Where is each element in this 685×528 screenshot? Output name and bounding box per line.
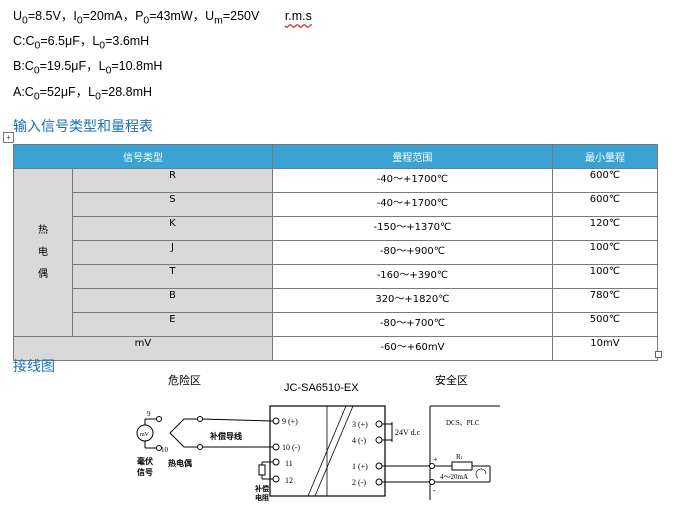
range-cell: 320～+1820℃	[271, 288, 553, 313]
compensation-resistor: 补偿 电阻	[254, 461, 273, 502]
table-resize-handle[interactable]	[655, 351, 662, 358]
terminal-11: 11	[285, 459, 293, 468]
signal-range-table: 信号类型 量程范围 最小量程 热电偶 R -40～+1700℃ 600℃ S -…	[13, 144, 659, 361]
terminal-10: 10 (-)	[282, 443, 300, 452]
header-signal-type: 信号类型	[13, 144, 273, 169]
barrier-module	[269, 405, 386, 497]
terminal-12: 12	[285, 476, 293, 485]
power-supply: 24V d.c	[382, 422, 421, 442]
terminal-1: 1 (+)	[352, 462, 368, 471]
svg-text:Rₗ: Rₗ	[456, 453, 462, 461]
thermocouple-element: 热电偶	[168, 416, 203, 468]
min-cell: 10mV	[551, 336, 659, 361]
table-header-row: 信号类型 量程范围 最小量程	[13, 144, 659, 169]
left-terminals: 9 (+) 10 (-) 11 12	[272, 417, 300, 485]
thermocouple-group-label: 热电偶	[13, 168, 73, 337]
svg-text:-: -	[433, 486, 436, 495]
svg-text:9: 9	[147, 410, 151, 418]
compensation-wire: 补偿导线	[201, 418, 274, 448]
spec-line-4: A:C0=52μF，L0=28.8mH	[13, 85, 153, 103]
current-arrow-icon	[475, 468, 487, 479]
svg-text:DCS、PLC: DCS、PLC	[446, 419, 480, 427]
spec-line-3: B:C0=19.5μF，L0=10.8mH	[13, 59, 163, 77]
svg-text:+: +	[433, 455, 438, 464]
range-cell: -80～+700℃	[271, 312, 553, 337]
safe-zone-label: 安全区	[435, 373, 468, 387]
right-terminals: 3 (+) 4 (-) 1 (+) 2 (-)	[352, 420, 383, 487]
type-cell: R	[72, 168, 273, 193]
terminal-9: 9 (+)	[282, 417, 298, 426]
table-row: J -80～+900℃ 100℃	[14, 240, 659, 265]
mv-source-icon: mV	[140, 432, 150, 438]
type-cell: S	[72, 192, 273, 217]
svg-text:4～20mA: 4～20mA	[440, 473, 468, 481]
table-row: B 320～+1820℃ 780℃	[14, 288, 659, 313]
header-min-range: 最小量程	[551, 144, 659, 169]
terminal-4: 4 (-)	[352, 436, 366, 445]
spec-line-1: U0=8.5V，I0=20mA，P0=43mW，Um=250V r.m.s	[13, 9, 312, 27]
spec-line-2: C:C0=6.5μF，L0=3.6mH	[13, 34, 150, 52]
terminal-3: 3 (+)	[352, 420, 368, 429]
header-range: 量程范围	[271, 144, 553, 169]
wiring-title: 接线图	[13, 359, 55, 375]
table-row: 热电偶 R -40～+1700℃ 600℃	[13, 168, 659, 337]
type-cell: mV	[13, 336, 273, 361]
type-cell: J	[72, 240, 273, 265]
min-cell: 120℃	[551, 216, 659, 241]
hazard-zone-label: 危险区	[168, 373, 201, 387]
table-title: 输入信号类型和量程表	[13, 119, 153, 135]
dcs-plc-box: DCS、PLC + - Rₗ 4～20mA	[382, 405, 500, 500]
mv-source: mV 9 10 毫伏 信号	[136, 410, 169, 477]
model-label: JC-SA6510-EX	[284, 382, 359, 394]
svg-text:热电偶: 热电偶	[168, 458, 192, 468]
svg-text:24V d.c: 24V d.c	[395, 428, 421, 437]
svg-text:信号: 信号	[137, 467, 153, 477]
table-row: E -80～+700℃ 500℃	[14, 312, 659, 337]
rms-text: r.m.s	[284, 9, 312, 23]
table-move-handle-icon[interactable]: +	[3, 132, 14, 143]
svg-text:毫伏: 毫伏	[137, 456, 153, 466]
svg-text:电阻: 电阻	[255, 493, 269, 502]
svg-text:10: 10	[161, 446, 169, 454]
type-cell: K	[72, 216, 273, 241]
table-row-mv: mV -60～+60mV 10mV	[13, 336, 659, 361]
min-cell: 100℃	[551, 240, 659, 265]
range-cell: -60～+60mV	[271, 336, 553, 361]
terminal-2: 2 (-)	[352, 478, 366, 487]
svg-text:补偿: 补偿	[254, 484, 269, 493]
min-cell: 600℃	[551, 168, 659, 193]
type-cell: B	[72, 288, 273, 313]
type-cell: E	[72, 312, 273, 337]
svg-text:补偿导线: 补偿导线	[209, 431, 242, 441]
min-cell: 500℃	[551, 312, 659, 337]
